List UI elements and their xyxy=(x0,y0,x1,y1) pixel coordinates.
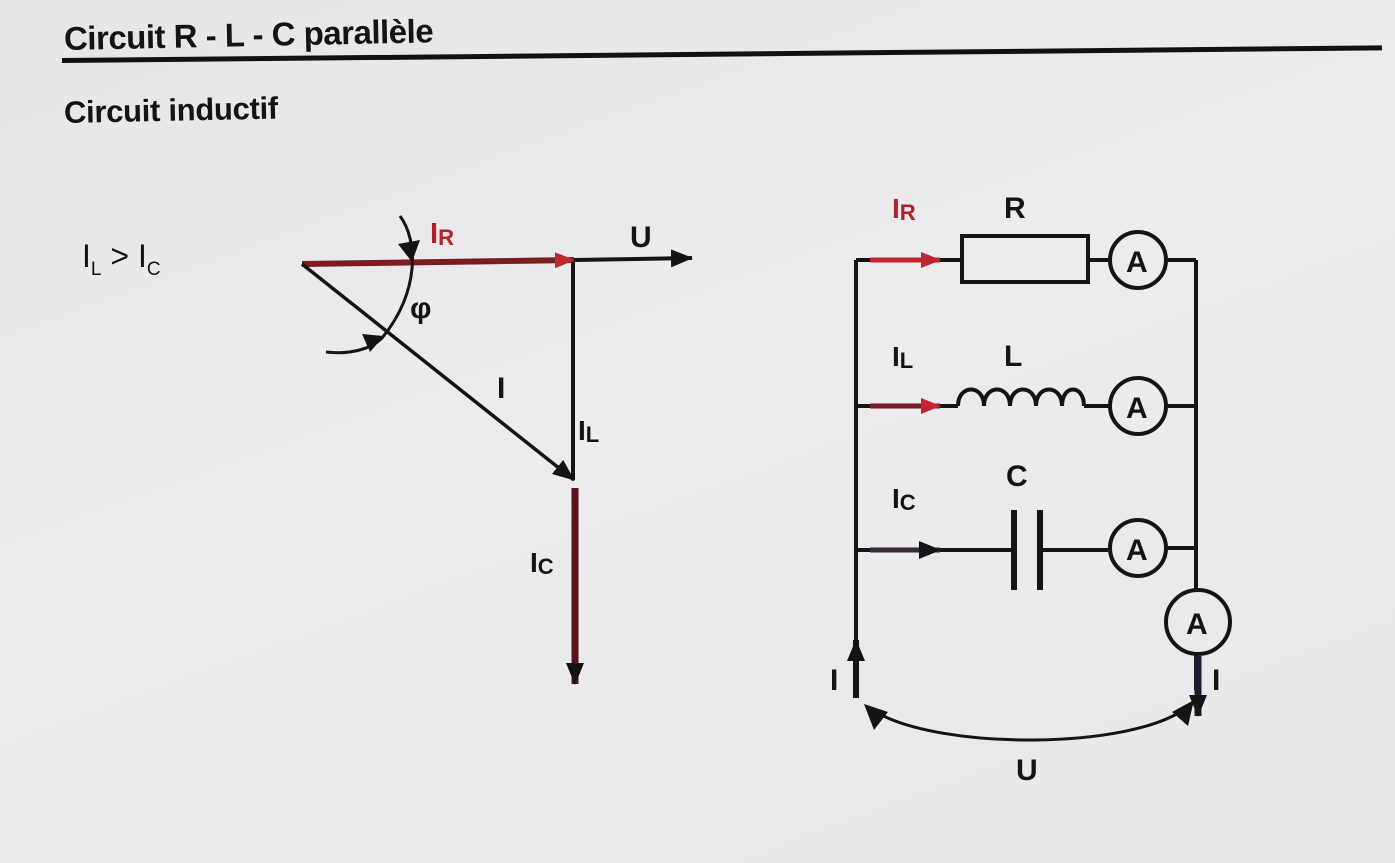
circuit-labels: IR R A IL L A IC C A A I I U xyxy=(830,192,1220,787)
phasor-U-axis xyxy=(573,249,693,268)
condition-label: IL > IC xyxy=(82,238,161,281)
phasor-I-label: I xyxy=(497,372,505,405)
phasor-I-vector xyxy=(300,262,576,482)
ammeter-main xyxy=(1164,588,1232,656)
inductor-label: L xyxy=(1004,340,1022,373)
phasor-phi-arrow-top xyxy=(398,240,420,262)
phasor-IC-label: IC xyxy=(530,547,554,579)
branch-L xyxy=(856,376,1196,436)
branch-R xyxy=(856,230,1196,290)
capacitor-label: C xyxy=(1006,460,1028,493)
branch-R-current-label: IR xyxy=(892,193,916,225)
voltage-arc xyxy=(875,706,1187,742)
condition-operator: > xyxy=(110,238,130,274)
resistor-label: R xyxy=(1004,192,1026,225)
branch-C xyxy=(856,510,1196,590)
inductor-L xyxy=(956,387,1086,407)
resistor-R xyxy=(960,234,1090,284)
ammeter-L xyxy=(1108,376,1168,436)
condition-left: I xyxy=(82,238,91,274)
voltage-arc-arrow-right xyxy=(1172,700,1194,726)
phasor-diagram: IR U φ I IL IC xyxy=(300,215,693,685)
condition-left-sub: L xyxy=(90,259,102,280)
phasor-IR-vector xyxy=(301,252,575,269)
phasor-IR-label: IR xyxy=(430,218,454,250)
phasor-IL-label: IL xyxy=(578,415,599,447)
current-in-label: I xyxy=(830,664,838,697)
phasor-U-label: U xyxy=(630,221,652,254)
phasor-phi-arrow-bottom xyxy=(362,334,384,352)
ammeter-R xyxy=(1108,230,1168,290)
ammeter-C xyxy=(1108,518,1168,578)
ammeter-main-label: A xyxy=(1186,608,1208,641)
circuit-diagram xyxy=(847,230,1232,742)
ammeter-L-label: A xyxy=(1126,392,1148,425)
ammeter-C-label: A xyxy=(1126,534,1148,567)
condition-right: I xyxy=(137,238,147,274)
condition-right-sub: C xyxy=(146,259,161,280)
branch-L-current-label: IL xyxy=(892,341,913,373)
phasor-phi-arc xyxy=(325,215,414,355)
branch-C-current-label: IC xyxy=(892,483,916,515)
voltage-label: U xyxy=(1016,754,1038,787)
current-out-label: I xyxy=(1212,664,1220,697)
phasor-phi-label: φ xyxy=(410,292,431,325)
ammeter-R-label: A xyxy=(1126,246,1148,279)
voltage-arc-arrow-left xyxy=(864,704,888,730)
